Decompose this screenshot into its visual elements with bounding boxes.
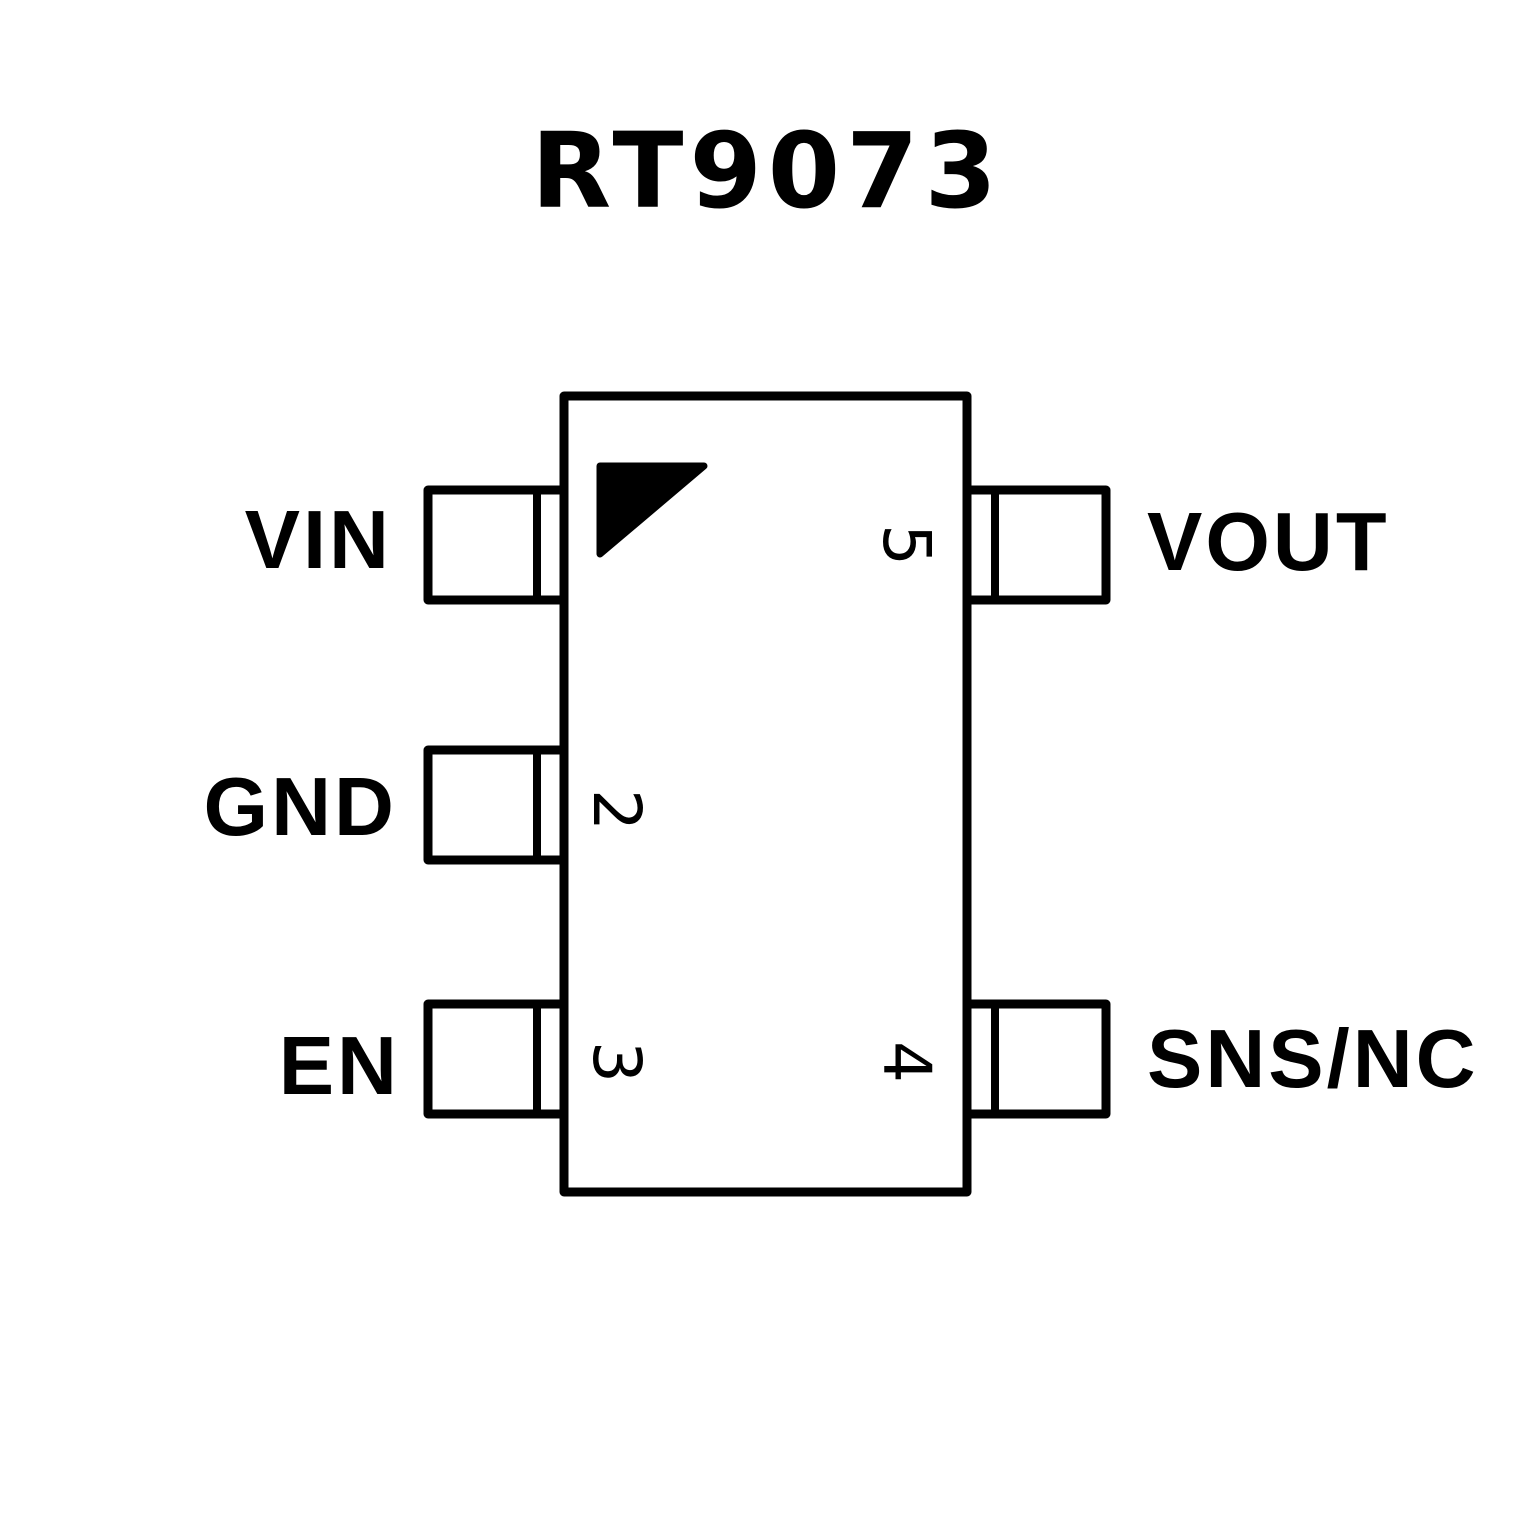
pin-1: VIN <box>245 485 569 605</box>
pin-4-label: SNS/NC <box>1147 1012 1479 1105</box>
pin-3: EN 3 <box>279 999 655 1119</box>
pin-4-number: 4 <box>868 1041 945 1083</box>
pin-1-pad <box>423 485 569 605</box>
pin-4-pad <box>962 999 1111 1119</box>
chip-title: RT9073 <box>531 110 1003 232</box>
pin-1-label: VIN <box>245 493 392 586</box>
pin-3-label: EN <box>279 1019 400 1112</box>
pin-3-pad <box>423 999 569 1119</box>
pin-2-pad <box>423 745 569 865</box>
pin-5: VOUT 5 <box>868 485 1390 605</box>
pin-5-label: VOUT <box>1147 495 1390 588</box>
pin-2-label: GND <box>204 760 397 853</box>
pin1-marker-triangle-icon <box>596 462 708 558</box>
pin-5-number: 5 <box>868 524 945 566</box>
pin-4: SNS/NC 4 <box>868 999 1479 1119</box>
pin-5-pad <box>962 485 1111 605</box>
pin-2-number: 2 <box>578 789 655 831</box>
pin-3-number: 3 <box>578 1041 655 1083</box>
pin-2: GND 2 <box>204 745 655 865</box>
